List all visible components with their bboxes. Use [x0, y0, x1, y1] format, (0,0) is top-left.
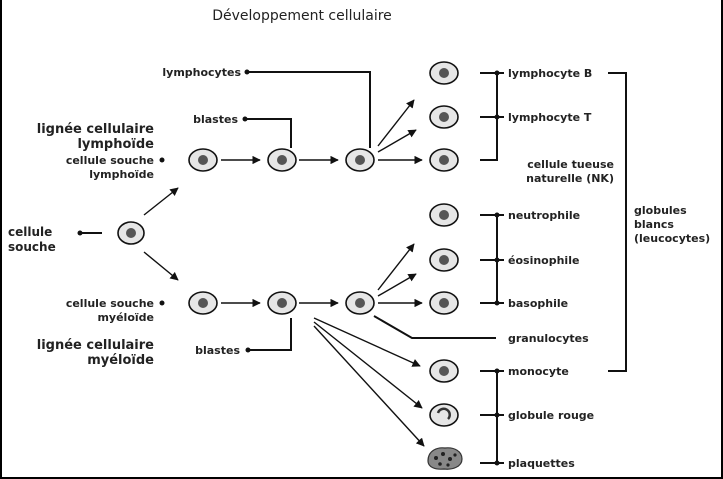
- label-globule-rouge: globule rouge: [508, 409, 594, 422]
- flow-arrows: [143, 99, 425, 447]
- label-lignee-myeloide-1: lignée cellulaire: [37, 338, 154, 353]
- label-globules-2: blancs: [634, 218, 674, 231]
- label-lignee-lymphoide-1: lignée cellulaire: [37, 122, 154, 137]
- red-blood-cell: [429, 403, 459, 427]
- label-globules-3: (leucocytes): [634, 232, 710, 245]
- label-lymphocyte-b: lymphocyte B: [508, 67, 592, 80]
- monocyte-cell: [429, 359, 459, 383]
- neutrophile-cell: [429, 203, 459, 227]
- myeloid-precursor-cell: [345, 291, 375, 315]
- label-granulocytes: granulocytes: [508, 332, 589, 345]
- nk-cell: [429, 148, 459, 172]
- label-lymphocyte-t: lymphocyte T: [508, 111, 592, 124]
- myeloid-stem-cell: [188, 291, 218, 315]
- label-lignee-myeloide-2: myéloïde: [87, 353, 154, 368]
- label-cellule-souche-lymphoide-2: lymphoïde: [89, 168, 154, 181]
- label-blastes-top: blastes: [193, 113, 238, 126]
- lymphocyte-cell: [345, 148, 375, 172]
- label-connectors: [77, 69, 627, 466]
- label-nk-2: naturelle (NK): [526, 172, 614, 185]
- label-cellule-souche-2: souche: [8, 240, 56, 254]
- lymphocyte-b-cell: [429, 61, 459, 85]
- label-neutrophile: neutrophile: [508, 209, 580, 222]
- label-cellule-souche-myeloide-1: cellule souche: [66, 297, 154, 310]
- platelets-cell: [427, 447, 463, 470]
- label-globules-1: globules: [634, 204, 687, 217]
- label-lignee-lymphoide-2: lymphoïde: [77, 137, 154, 152]
- label-nk-1: cellule tueuse: [527, 158, 614, 171]
- label-monocyte: monocyte: [508, 365, 569, 378]
- lymphoid-blast-cell: [267, 148, 297, 172]
- label-plaquettes: plaquettes: [508, 457, 575, 470]
- labels: lymphocytes blastes lignée cellulaire ly…: [8, 66, 710, 470]
- lymphoid-stem-cell: [188, 148, 218, 172]
- lymphocyte-t-cell: [429, 105, 459, 129]
- label-lymphocytes: lymphocytes: [162, 66, 241, 79]
- myeloid-blast-cell: [267, 291, 297, 315]
- label-cellule-souche-myeloide-2: myéloïde: [97, 311, 154, 324]
- label-basophile: basophile: [508, 297, 568, 310]
- diagram-title: Développement cellulaire: [212, 8, 392, 24]
- label-cellule-souche-lymphoide-1: cellule souche: [66, 154, 154, 167]
- label-cellule-souche-1: cellule: [8, 225, 52, 239]
- eosinophile-cell: [429, 248, 459, 272]
- label-eosinophile: éosinophile: [508, 254, 579, 267]
- stem-cell: [117, 221, 145, 245]
- basophile-cell: [429, 291, 459, 315]
- label-blastes-bottom: blastes: [195, 344, 240, 357]
